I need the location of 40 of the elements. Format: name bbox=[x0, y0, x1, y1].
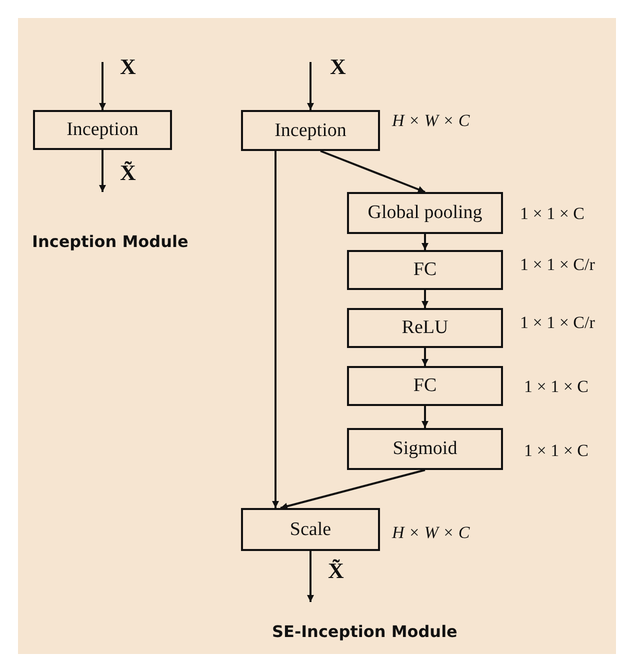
edge-label: X bbox=[120, 54, 136, 80]
process-box bbox=[347, 308, 503, 348]
box-label: Sigmoid bbox=[392, 438, 458, 460]
box-label: FC bbox=[413, 375, 437, 397]
dimension-text: H × W × C bbox=[392, 110, 470, 132]
edge-label: X̃ bbox=[120, 160, 136, 186]
arrow bbox=[422, 348, 428, 366]
arrow bbox=[320, 150, 426, 193]
box-label: Global pooling bbox=[368, 202, 482, 224]
process-box bbox=[347, 192, 503, 234]
arrow bbox=[272, 151, 279, 508]
box-label: FC bbox=[413, 259, 437, 281]
dimension-text: 1 × 1 × C bbox=[524, 440, 589, 462]
arrow bbox=[422, 406, 428, 428]
box-label: Scale bbox=[290, 518, 332, 540]
process-box bbox=[347, 366, 503, 406]
process-box bbox=[347, 250, 503, 290]
dimension-text: H × W × C bbox=[392, 522, 470, 544]
process-box bbox=[347, 428, 503, 470]
arrow bbox=[99, 62, 106, 110]
process-box bbox=[241, 110, 380, 151]
dimension-text: 1 × 1 × C/r bbox=[520, 312, 595, 334]
module-caption: Inception Module bbox=[32, 232, 188, 251]
edge-label: X bbox=[330, 54, 346, 80]
arrow bbox=[280, 469, 426, 510]
dimension-text: 1 × 1 × C bbox=[520, 203, 585, 225]
module-caption: SE-Inception Module bbox=[272, 622, 458, 641]
process-box bbox=[241, 508, 380, 551]
edge-label: X̃ bbox=[328, 558, 344, 584]
box-label: Inception bbox=[274, 120, 346, 142]
arrow bbox=[307, 62, 314, 110]
dimension-text: 1 × 1 × C bbox=[524, 376, 589, 398]
arrow bbox=[99, 150, 106, 192]
box-label: ReLU bbox=[402, 317, 448, 339]
process-box bbox=[33, 110, 172, 150]
arrow bbox=[422, 234, 428, 250]
dimension-text: 1 × 1 × C/r bbox=[520, 254, 595, 276]
box-label: Inception bbox=[66, 119, 138, 141]
arrow bbox=[307, 551, 314, 602]
arrow bbox=[422, 290, 428, 308]
